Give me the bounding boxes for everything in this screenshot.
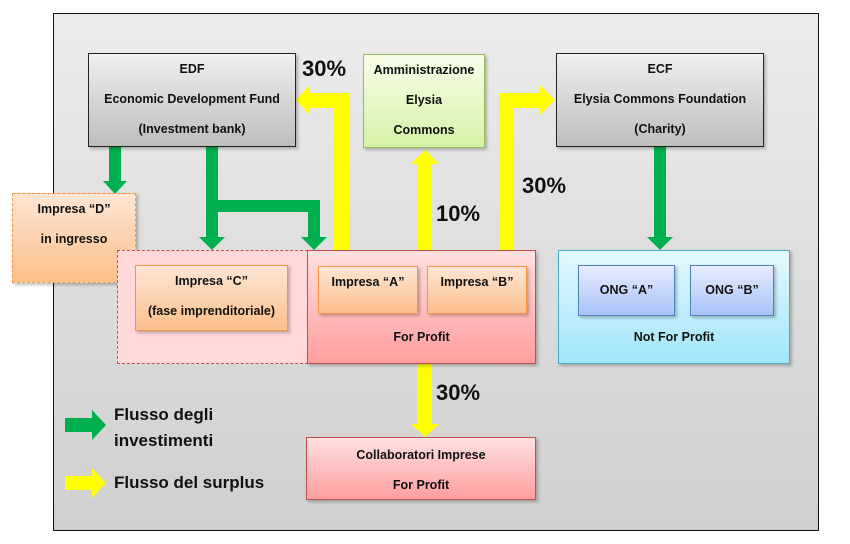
pct-to-admin: 10% [436, 201, 481, 226]
ecf-type: (Charity) [634, 122, 686, 136]
edf-box: EDF Economic Development Fund (Investmen… [88, 53, 296, 147]
ong-a-box: ONG “A” [578, 265, 675, 316]
impresa-d-box: Impresa “D” in ingresso [12, 193, 136, 283]
arrow-surplus-to-ecf [499, 85, 555, 250]
legend-green-arrow [65, 410, 106, 440]
legend-surplus: Flusso del surplus [114, 473, 265, 492]
pct-to-collab: 30% [436, 380, 481, 405]
impresa-b-box: Impresa “B” [427, 266, 527, 314]
edf-name: Economic Development Fund [104, 92, 280, 106]
arrow-surplus-to-edf-body [296, 85, 349, 250]
arrow-surplus-to-admin [411, 150, 439, 250]
impresa-c-box: Impresa “C” (fase imprenditoriale) [135, 265, 288, 331]
not-for-profit-label: Not For Profit [633, 330, 715, 344]
admin-line1: Amministrazione [373, 63, 475, 77]
impresa-b-label: Impresa “B” [440, 275, 514, 289]
ecf-box: ECF Elysia Commons Foundation (Charity) [556, 53, 764, 147]
admin-line2: Elysia [405, 93, 443, 107]
ong-b-label: ONG “B” [705, 283, 759, 297]
arrow-edf-to-c-and-a [199, 146, 327, 250]
ecf-name: Elysia Commons Foundation [573, 92, 747, 106]
ecf-acronym: ECF [647, 62, 673, 76]
ong-a-label: ONG “A” [599, 283, 654, 297]
edf-type: (Investment bank) [138, 122, 246, 136]
impresa-c-subtitle: (fase imprenditoriale) [147, 304, 276, 318]
legend-yellow-arrow [65, 468, 106, 498]
collab-subtitle: For Profit [392, 478, 450, 492]
impresa-a-label: Impresa “A” [331, 275, 405, 289]
collab-title: Collaboratori Imprese [356, 448, 486, 462]
for-profit-label: For Profit [393, 330, 450, 344]
admin-box: Amministrazione Elysia Commons [363, 54, 485, 148]
impresa-d-title: Impresa “D” [37, 202, 111, 216]
impresa-c-title: Impresa “C” [175, 274, 248, 288]
legend-investments: Flusso degli investimenti [114, 405, 214, 450]
collab-box: Collaboratori Imprese For Profit [306, 437, 536, 500]
impresa-d-subtitle: in ingresso [40, 232, 108, 246]
pct-to-ecf: 30% [522, 173, 567, 198]
pct-to-edf: 30% [302, 56, 347, 81]
edf-acronym: EDF [179, 62, 205, 76]
impresa-a-box: Impresa “A” [318, 266, 418, 314]
arrow-surplus-to-collab [411, 364, 439, 437]
admin-line3: Commons [393, 123, 455, 137]
arrow-edf-to-d [103, 146, 127, 194]
ong-b-box: ONG “B” [690, 265, 774, 316]
arrow-ecf-to-ong [647, 146, 673, 250]
